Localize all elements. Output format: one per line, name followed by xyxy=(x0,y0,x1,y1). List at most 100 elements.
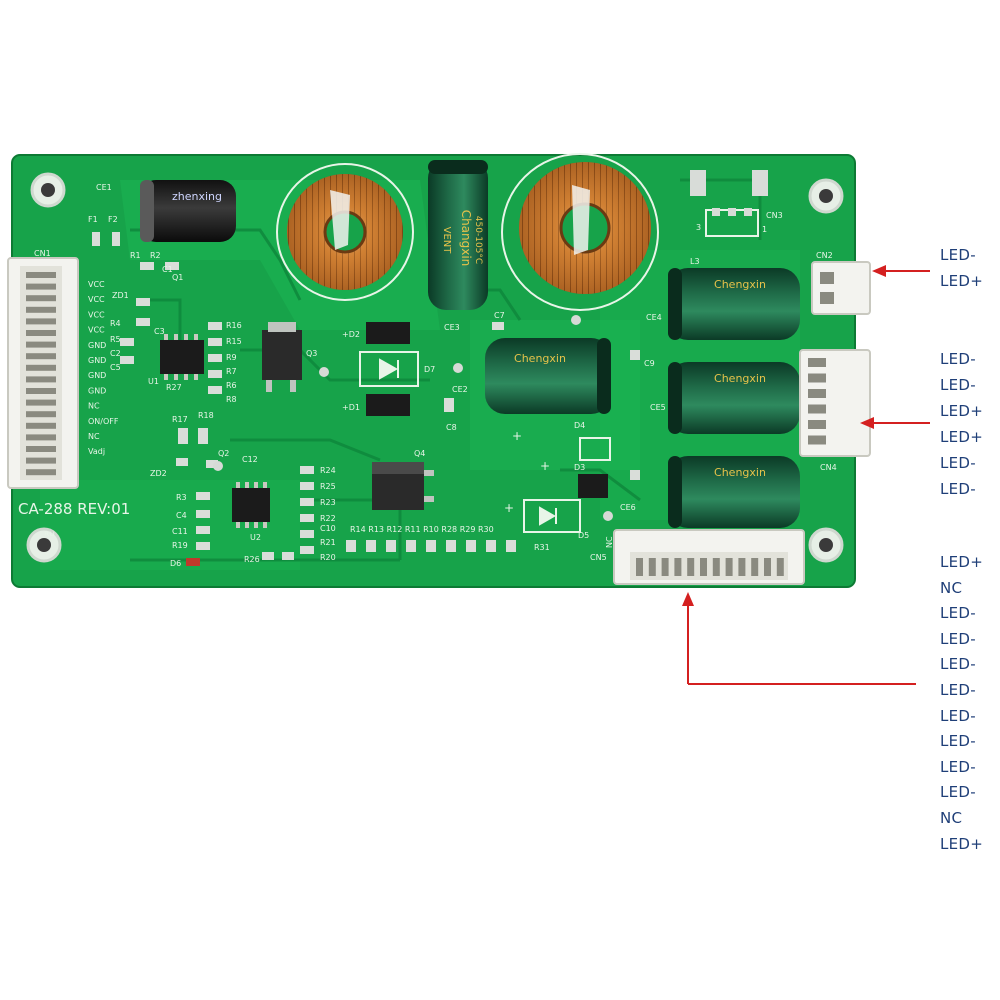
middle-cap-brand: Chengxin xyxy=(514,352,566,365)
label-r1: R1 xyxy=(130,251,141,260)
pin-label: LED- xyxy=(940,681,976,699)
label-r7: R7 xyxy=(226,367,237,376)
cn1-pin xyxy=(26,388,56,394)
cn1-pin-label: NC xyxy=(88,432,100,441)
label-r8: R8 xyxy=(226,395,237,404)
cn1-pin-label: GND xyxy=(88,371,106,380)
cn5-pin xyxy=(687,558,695,576)
label-c1: C1 xyxy=(162,265,173,274)
label-r5: R5 xyxy=(110,335,121,344)
label-ce2: CE2 xyxy=(452,385,468,394)
label-c11: C11 xyxy=(172,527,188,536)
label-q1: Q1 xyxy=(172,273,183,282)
label-row-resistors: R14 R13 R12 R11 R10 R28 R29 R30 xyxy=(350,525,494,534)
cn4-pin xyxy=(808,420,826,429)
label-d6: D6 xyxy=(170,559,181,568)
cn4-pin xyxy=(808,373,826,383)
cn1-pin-label: GND xyxy=(88,356,106,365)
board-model: CA-288 REV:01 xyxy=(18,500,130,518)
pin-label: LED+ xyxy=(940,834,984,853)
label-f1: F1 xyxy=(88,215,98,224)
toroid-inductor-right xyxy=(519,162,651,294)
cn1-pin xyxy=(26,318,56,325)
diodes xyxy=(186,322,611,566)
label-r15: R15 xyxy=(226,337,242,346)
label-l3: L3 xyxy=(690,257,700,266)
cn5-pin xyxy=(700,558,707,576)
label-d4: D4 xyxy=(574,421,585,430)
label-r4: R4 xyxy=(110,319,121,328)
cn1-pin-label: VCC xyxy=(88,295,105,304)
label-cn1: CN1 xyxy=(34,249,51,258)
pin-label: LED- xyxy=(940,757,976,776)
label-d7: D7 xyxy=(424,365,435,374)
label-cn5-nc: NC xyxy=(605,536,614,548)
cn1-pin xyxy=(26,457,56,464)
label-ce4: CE4 xyxy=(646,313,662,322)
cn1-pin xyxy=(26,411,56,418)
label-c12: C12 xyxy=(242,455,258,464)
ic-u1 xyxy=(160,334,204,380)
cn5-pin xyxy=(712,558,720,576)
label-c4: C4 xyxy=(176,511,187,520)
cn5-pin xyxy=(648,558,656,576)
label-cn3-pin3: 3 xyxy=(696,223,701,232)
transistor-q3 xyxy=(262,322,302,392)
label-cn5: CN5 xyxy=(590,553,607,562)
top-cap-brand: Changxin xyxy=(459,210,473,267)
cn5-pin xyxy=(661,558,669,576)
label-r31: R31 xyxy=(534,543,550,552)
pin-label: LED+ xyxy=(940,553,984,571)
ce4-print: Chengxin xyxy=(714,278,766,291)
label-r26: R26 xyxy=(244,555,260,564)
label-r2: R2 xyxy=(150,251,161,260)
label-r20: R20 xyxy=(320,553,336,562)
label-c2: C2 xyxy=(110,349,121,358)
cn2-connector xyxy=(811,261,871,315)
cn5-pin xyxy=(674,558,682,576)
transistor-q4 xyxy=(372,462,434,510)
top-cap-rating: 450-105°C xyxy=(473,216,483,264)
label-r3: R3 xyxy=(176,493,187,502)
cn1-pin-label: Vadj xyxy=(88,447,105,456)
vias xyxy=(213,315,613,521)
label-q4: Q4 xyxy=(414,449,425,458)
label-r21: R21 xyxy=(320,538,336,547)
label-r23: R23 xyxy=(320,498,336,507)
label-d1: +D1 xyxy=(342,403,360,412)
label-c7: C7 xyxy=(494,311,505,320)
cn5-pin xyxy=(725,558,733,576)
cn1-pin-label: VCC xyxy=(88,280,105,289)
cn5-pin xyxy=(764,558,771,576)
pin-label: LED- xyxy=(940,454,976,472)
label-r19: R19 xyxy=(172,541,188,550)
cn1-connector xyxy=(7,257,79,489)
cn1-pin xyxy=(26,364,56,371)
pin-label: LED- xyxy=(940,376,976,394)
middle-capacitor: Chengxin xyxy=(485,338,611,414)
pin-label: LED- xyxy=(940,350,976,368)
pin-label: LED- xyxy=(940,783,976,802)
pin-label: LED- xyxy=(940,629,976,648)
pin-label: LED- xyxy=(940,706,976,725)
cn1-pin xyxy=(26,469,56,476)
pin-label: LED+ xyxy=(940,428,984,446)
cn1-pin xyxy=(26,272,56,278)
label-r9: R9 xyxy=(226,353,237,362)
cn5-pin xyxy=(751,558,759,576)
annotation-arrows xyxy=(682,265,930,685)
cn1-pin xyxy=(26,434,56,441)
label-ce6: CE6 xyxy=(620,503,636,512)
pin-label: LED- xyxy=(940,480,976,498)
cn1-pin xyxy=(26,422,56,429)
plus-mark-1: + xyxy=(512,429,522,443)
cn1-pin xyxy=(26,446,56,452)
label-zd1: ZD1 xyxy=(112,291,129,300)
cn1-pin xyxy=(26,341,56,348)
vertical-capacitor-top: Changxin VENT 450-105°C xyxy=(428,160,488,310)
cn1-pin xyxy=(26,306,56,313)
cn4-pin xyxy=(808,404,826,414)
label-r27: R27 xyxy=(166,383,182,392)
pin-label: NC xyxy=(940,809,963,827)
